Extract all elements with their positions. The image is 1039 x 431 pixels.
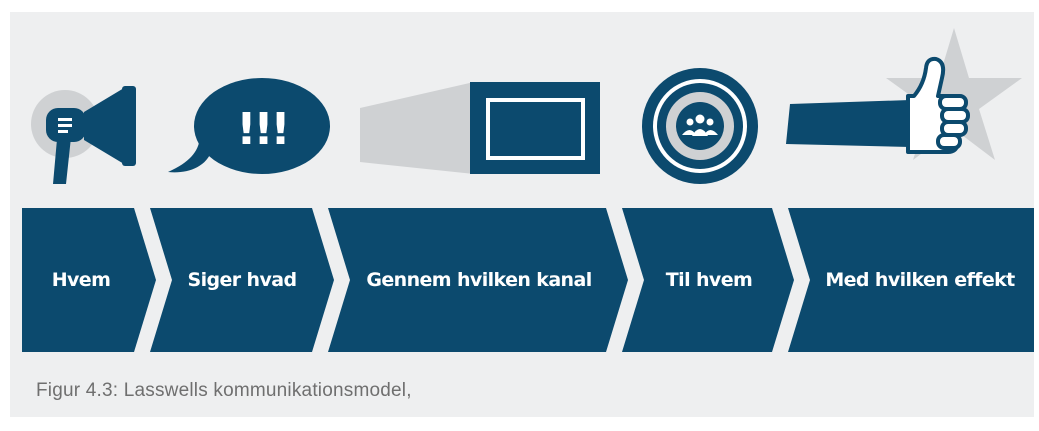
lasswell-model-figure: !!! xyxy=(10,12,1034,417)
chevron-hvem xyxy=(22,208,156,352)
icon-row: !!! xyxy=(31,28,1022,184)
chevron-gennem-hvilken-kanal xyxy=(328,208,628,352)
step-label-hvem: Hvem xyxy=(51,269,111,291)
megaphone-icon xyxy=(31,86,136,184)
chevron-til-hvem xyxy=(622,208,794,352)
speech-bubble-text: !!! xyxy=(236,104,287,155)
step-label-til-hvem: Til hvem xyxy=(665,269,753,291)
speech-bubble-icon: !!! xyxy=(168,78,330,174)
step-label-siger-hvad: Siger hvad xyxy=(187,269,297,291)
screen-projector-icon xyxy=(360,82,600,174)
figure-caption: Figur 4.3: Lasswells kommunikationsmodel… xyxy=(36,380,412,401)
thumbs-up-star-icon xyxy=(786,28,1022,160)
step-label-med-hvilken-effekt: Med hvilken effekt xyxy=(825,269,1015,291)
target-audience-icon xyxy=(642,68,758,184)
chevron-siger-hvad xyxy=(150,208,334,352)
chevron-med-hvilken-effekt xyxy=(788,208,1034,352)
step-label-gennem-hvilken-kanal: Gennem hvilken kanal xyxy=(366,269,592,291)
chevron-row xyxy=(22,208,1034,352)
